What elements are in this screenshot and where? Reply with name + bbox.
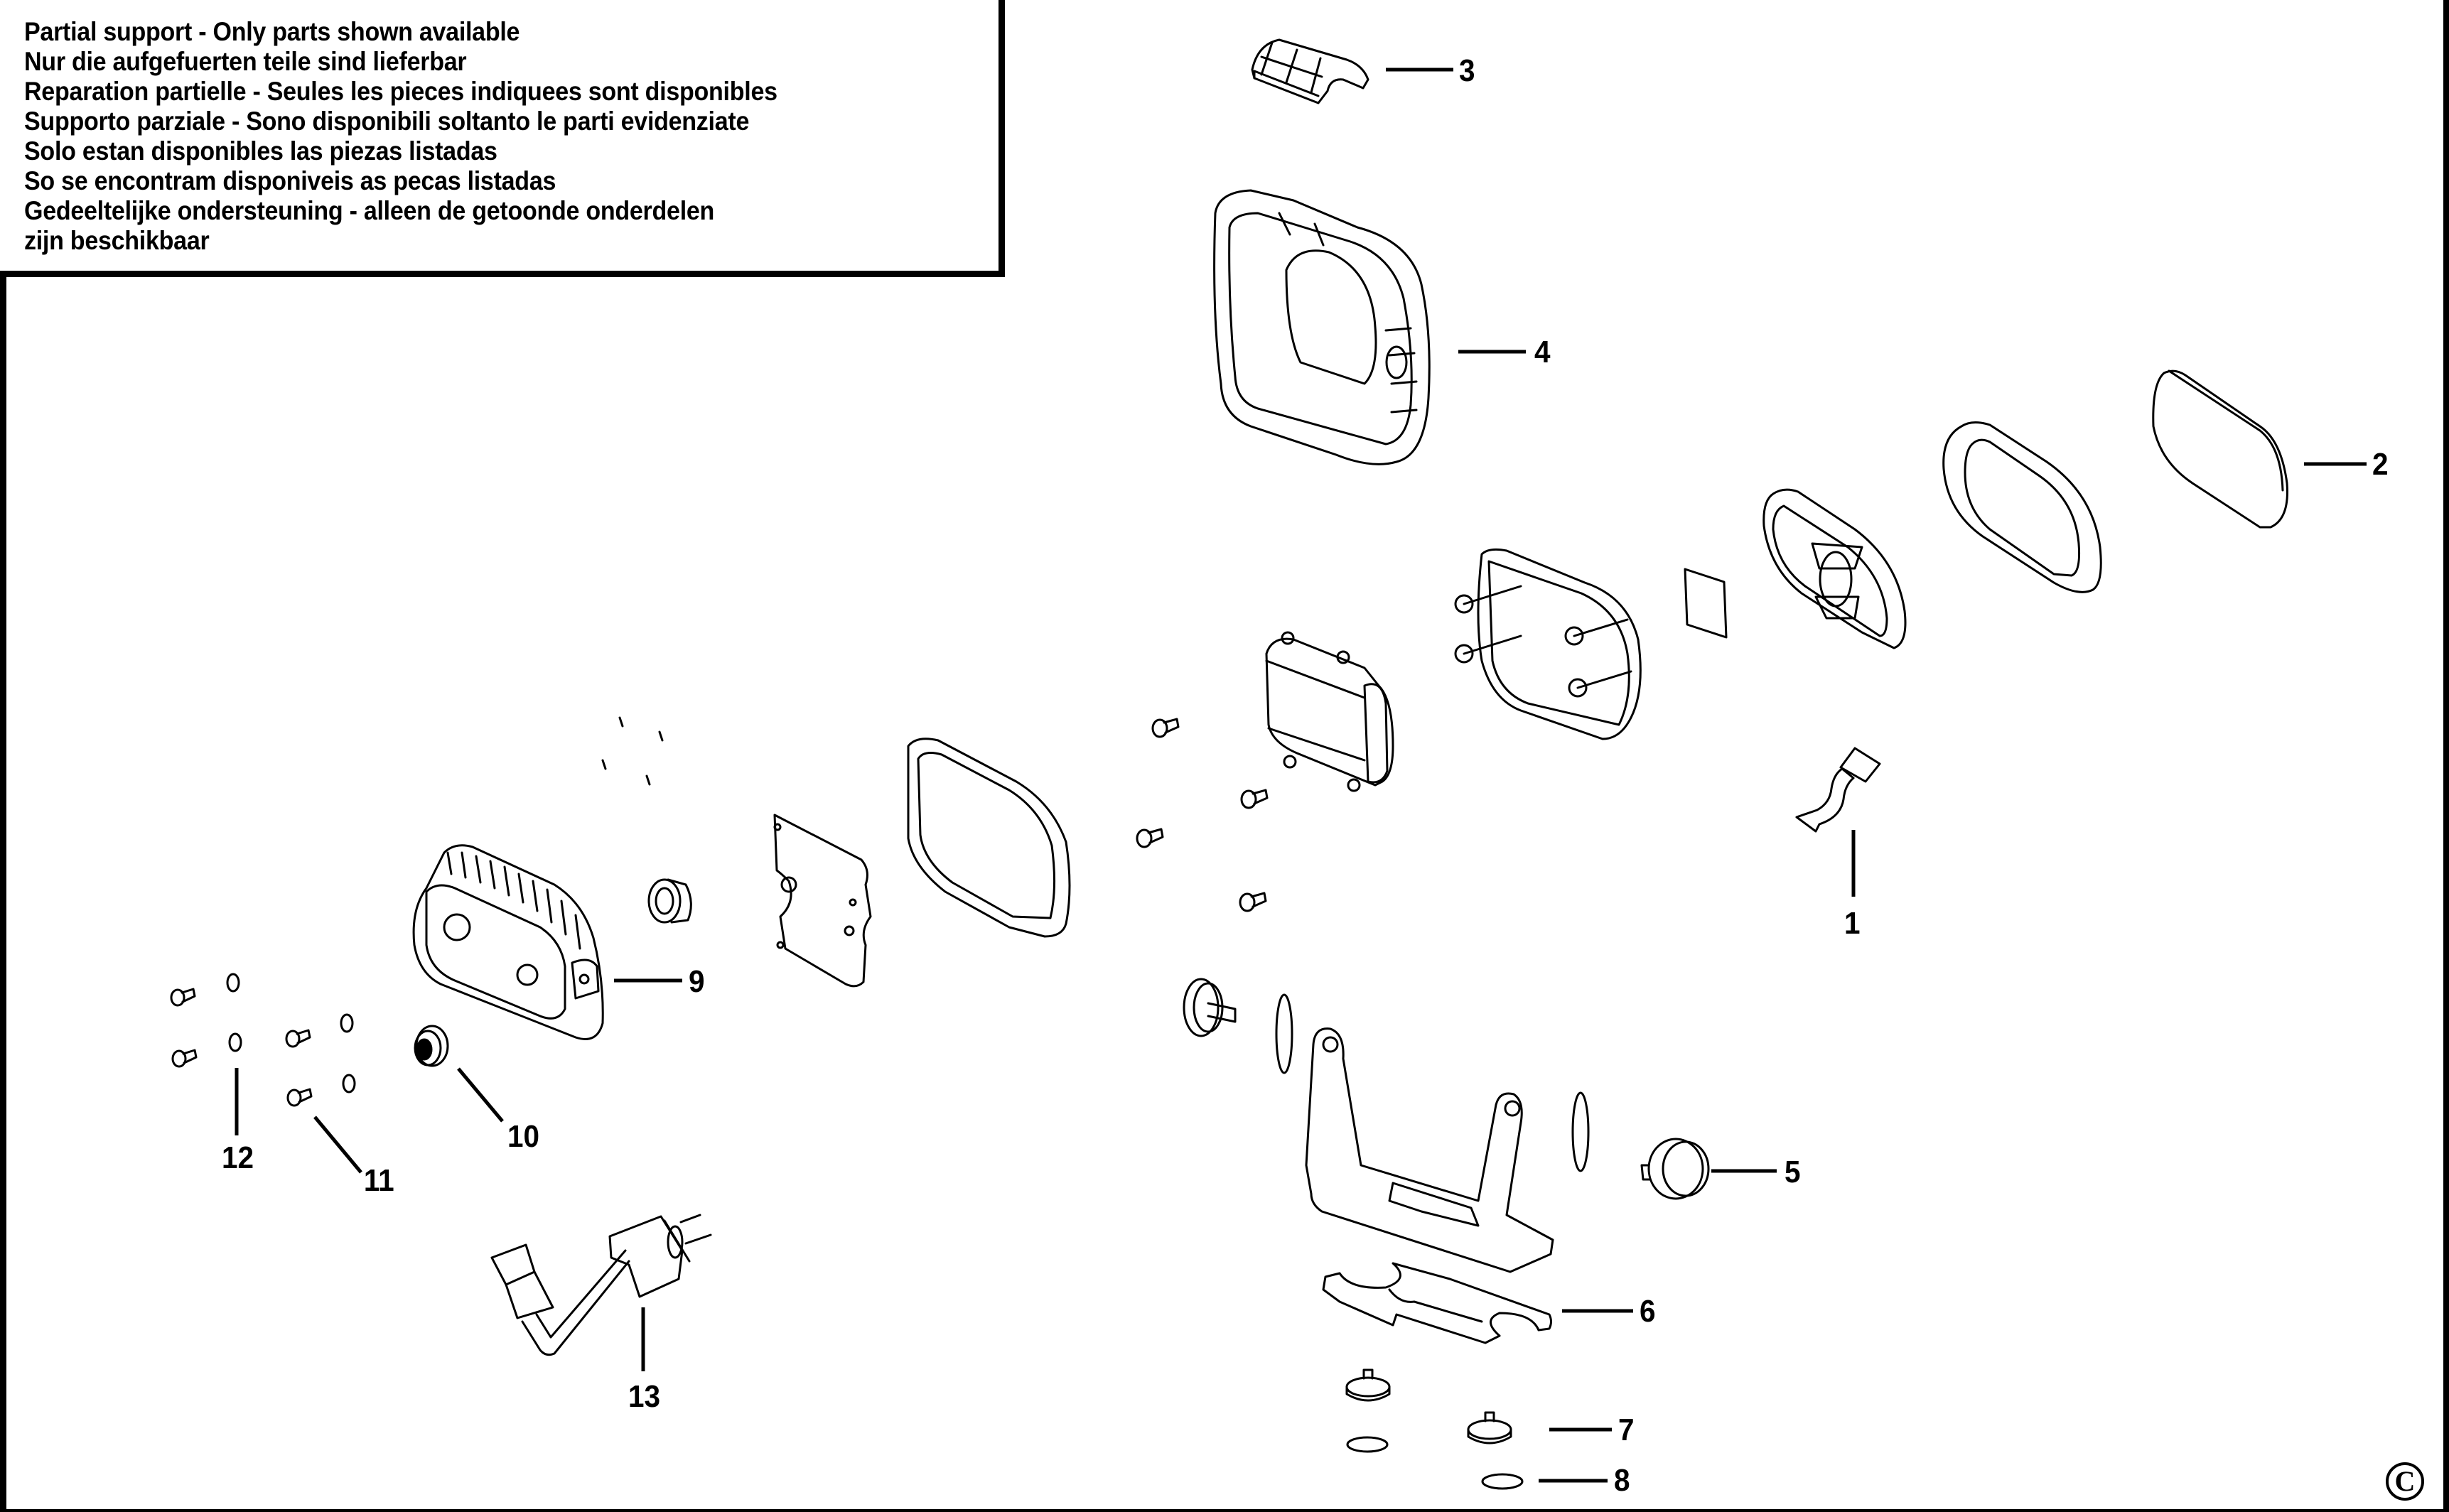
availability-notice: Partial support - Only parts shown avail…: [0, 0, 1005, 277]
notice-line-nl: Gedeeltelijke ondersteuning - alleen de …: [24, 196, 715, 225]
callout-part-8[interactable]: 8: [1613, 1463, 1630, 1498]
callout-part-3[interactable]: 3: [1458, 53, 1475, 88]
notice-line-nl-cont: zijn beschikbaar: [24, 226, 210, 255]
part-3-drawing[interactable]: [1251, 38, 1369, 104]
stand-bracket: [1305, 1027, 1554, 1273]
callout-part-4[interactable]: 4: [1534, 335, 1551, 369]
reflector: [1762, 488, 1907, 649]
copyright-letter: C: [2386, 1462, 2424, 1501]
pcb-plate: [773, 814, 872, 988]
part-7-drawing[interactable]: [1467, 1411, 1512, 1444]
callout-part-9[interactable]: 9: [688, 964, 705, 999]
switch-connector: [647, 878, 692, 924]
part-9-drawing[interactable]: [412, 844, 604, 1040]
led-housing: [1454, 548, 1642, 740]
gasket-ring: [907, 738, 1071, 938]
part-5-drawing[interactable]: [1640, 1138, 1710, 1200]
part-11-12-drawing[interactable]: [170, 973, 356, 1107]
pivot-knob-left: [1183, 978, 1237, 1037]
notice-line-pt: So se encontram disponiveis as pecas lis…: [24, 166, 556, 195]
part-13-drawing[interactable]: [490, 1214, 712, 1356]
notice-line-en: Partial support - Only parts shown avail…: [24, 17, 520, 46]
callout-part-1[interactable]: 1: [1844, 906, 1861, 941]
notice-line-fr: Reparation partielle - Seules les pieces…: [24, 77, 777, 106]
callout-part-13[interactable]: 13: [628, 1379, 660, 1414]
small-pins: [601, 716, 664, 786]
callout-part-6[interactable]: 6: [1639, 1294, 1656, 1329]
friction-washers: [1275, 993, 1590, 1172]
callout-part-7[interactable]: 7: [1618, 1413, 1635, 1447]
housing-screws: [1136, 718, 1269, 912]
notice-line-it: Supporto parziale - Sono disponibili sol…: [24, 107, 750, 136]
callout-part-10[interactable]: 10: [507, 1119, 539, 1154]
lens-frame-ring: [1942, 421, 2102, 593]
part-4-drawing[interactable]: [1213, 189, 1431, 465]
part-10-drawing[interactable]: [414, 1025, 449, 1067]
notice-line-de: Nur die aufgefuerten teile sind lieferba…: [24, 47, 467, 76]
callout-part-5[interactable]: 5: [1784, 1155, 1801, 1189]
callout-part-2[interactable]: 2: [2372, 447, 2389, 482]
callout-part-11[interactable]: 11: [363, 1163, 394, 1198]
part-1-drawing[interactable]: [1795, 747, 1881, 833]
driver-module: [1265, 631, 1394, 792]
part-8-drawing[interactable]: [1481, 1473, 1524, 1490]
part-6-drawing[interactable]: [1322, 1262, 1552, 1344]
copyright-icon: C: [2386, 1458, 2424, 1501]
part-2-drawing[interactable]: [2152, 369, 2289, 529]
notice-line-es: Solo estan disponibles las piezas listad…: [24, 136, 497, 166]
thermal-pad: [1684, 568, 1728, 639]
callout-leader-lines: [235, 68, 2367, 1483]
spare-foot: [1345, 1368, 1391, 1453]
callout-part-12[interactable]: 12: [221, 1140, 254, 1175]
